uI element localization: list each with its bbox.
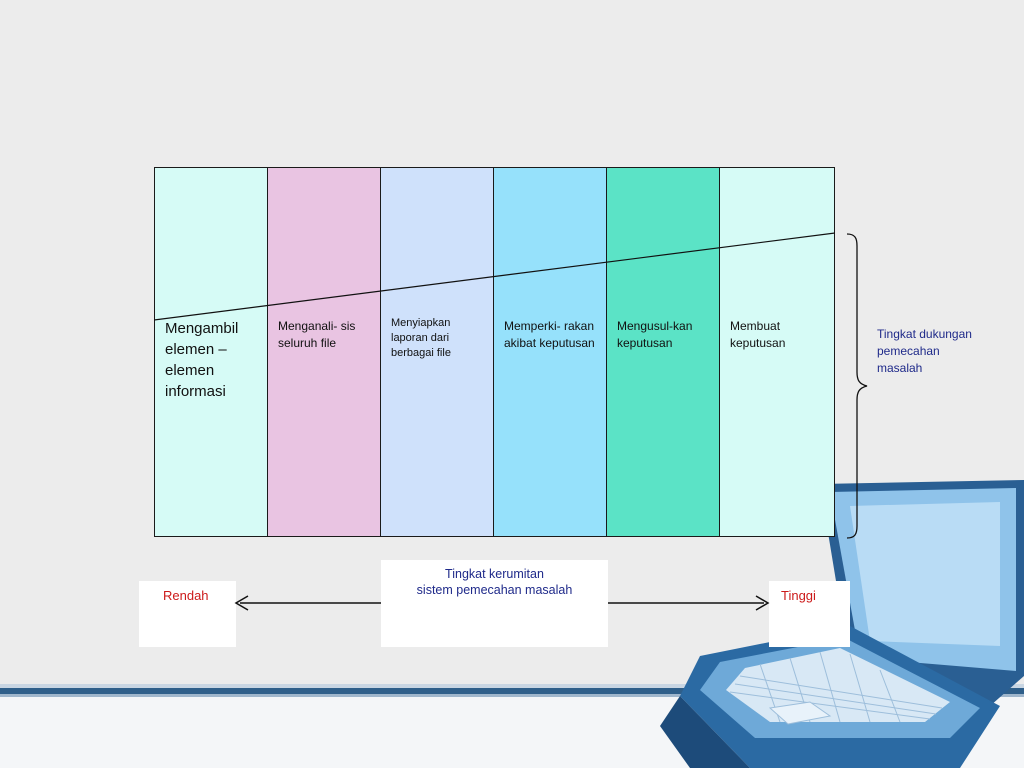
- low-label: Rendah: [163, 588, 209, 603]
- high-label: Tinggi: [781, 588, 816, 603]
- column-mengambil: Mengambil elemen – elemen informasi: [154, 167, 268, 537]
- high-box: [769, 581, 850, 647]
- column-label: Mengambil elemen – elemen informasi: [165, 320, 239, 400]
- axis-title-line-1: Tingkat kerumitan: [445, 567, 544, 581]
- support-level-line: [154, 232, 835, 321]
- axis-title: Tingkat kerumitan sistem pemecahan masal…: [381, 566, 608, 598]
- column-mengusulkan: Mengusul-kan keputusan: [606, 167, 720, 537]
- low-box: [139, 581, 236, 647]
- laptop-illustration: [660, 480, 1024, 768]
- support-level-label: Tingkat dukungan pemecahan masalah: [877, 327, 972, 375]
- process-diagram: Mengambil elemen – elemen informasi Meng…: [154, 167, 835, 539]
- curly-brace-icon: [846, 233, 868, 539]
- column-label: Membuat keputusan: [730, 319, 786, 350]
- column-label: Mengusul-kan keputusan: [617, 319, 693, 350]
- column-label: Menyiapkan laporan dari berbagai file: [391, 317, 451, 359]
- column-memperkirakan: Memperki- rakan akibat keputusan: [493, 167, 607, 537]
- column-label: Memperki- rakan akibat keputusan: [504, 319, 595, 350]
- axis-title-line-2: sistem pemecahan masalah: [416, 583, 573, 597]
- axis-title-box: [381, 560, 608, 647]
- column-label: Menganali- sis seluruh file: [278, 319, 356, 350]
- complexity-arrow: [234, 595, 770, 611]
- column-menganalisis: Menganali- sis seluruh file: [267, 167, 381, 537]
- column-membuat: Membuat keputusan: [719, 167, 835, 537]
- column-menyiapkan: Menyiapkan laporan dari berbagai file: [380, 167, 494, 537]
